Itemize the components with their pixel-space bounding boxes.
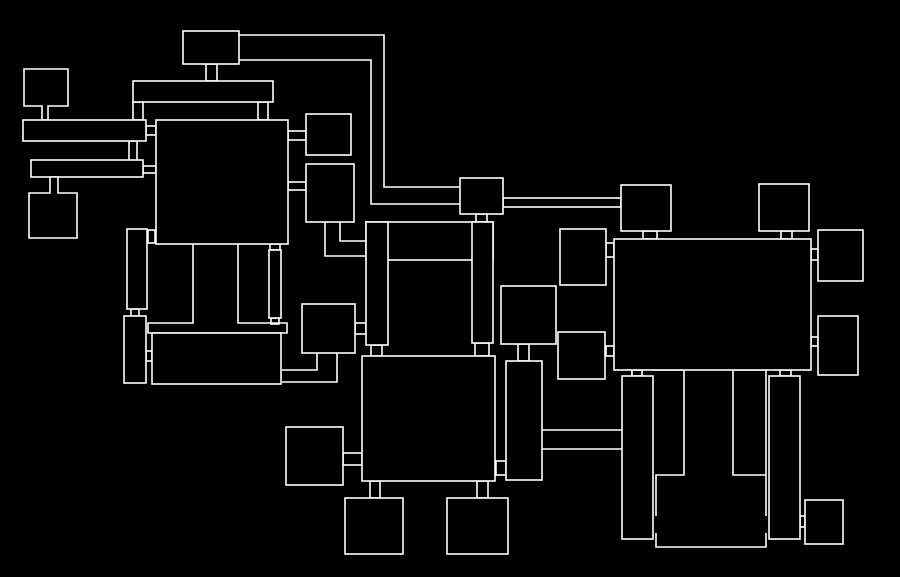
connector-office-south-1 bbox=[147, 229, 156, 244]
room-main-hall-east bbox=[505, 360, 543, 481]
corridor-east-wing bbox=[542, 429, 622, 450]
room-left-column bbox=[126, 228, 148, 310]
office-lower-hall bbox=[147, 244, 288, 334]
connector-main-hall-east bbox=[495, 460, 507, 476]
room-south-2 bbox=[446, 497, 509, 555]
connector-dining-south-1 bbox=[631, 369, 643, 377]
connector-upper-bar-left bbox=[132, 101, 144, 121]
connector-west-stem bbox=[128, 140, 138, 162]
room-center-box bbox=[500, 285, 557, 345]
room-main-hall bbox=[361, 355, 496, 482]
room-east-top-2 bbox=[758, 183, 810, 232]
room-east-left-column bbox=[621, 375, 654, 540]
room-left-bar-lower bbox=[30, 159, 144, 178]
room-hub bbox=[459, 177, 504, 215]
room-south-1 bbox=[344, 497, 404, 555]
room-east-top-1 bbox=[620, 184, 672, 232]
room-left-bar-upper bbox=[22, 119, 147, 142]
room-west-small bbox=[285, 426, 344, 486]
corridor-lower-left bbox=[282, 353, 338, 383]
room-center-left bbox=[301, 303, 356, 354]
connector-right-side-1 bbox=[810, 248, 819, 261]
room-bottom-right bbox=[804, 499, 844, 545]
connector-top-room-stem bbox=[205, 63, 218, 82]
connector-center-room-stem bbox=[517, 343, 530, 362]
connector-office-east-2 bbox=[287, 181, 307, 191]
room-stage-left-pillar bbox=[365, 221, 389, 346]
room-right-column bbox=[268, 249, 282, 319]
room-east-right-column bbox=[768, 375, 801, 540]
room-office-east-2 bbox=[305, 163, 355, 223]
room-lower-left-column bbox=[123, 315, 147, 384]
connector-office-west-1 bbox=[145, 125, 157, 136]
room-top bbox=[182, 30, 240, 65]
connector-dining-south-2 bbox=[779, 369, 792, 377]
connector-stage-west bbox=[354, 322, 367, 335]
connector-office-west-2 bbox=[142, 165, 157, 174]
room-dining bbox=[613, 238, 812, 371]
connector-stage-bottom-1 bbox=[370, 344, 383, 357]
connector-left-col bbox=[130, 308, 140, 317]
room-east-west-2 bbox=[557, 331, 606, 380]
connector-right-top-2 bbox=[780, 230, 793, 240]
connector-right-side-2 bbox=[810, 336, 819, 347]
room-top-left-hook bbox=[23, 68, 69, 121]
room-office bbox=[155, 119, 289, 245]
rooms bbox=[22, 30, 864, 555]
connector-east-room-2 bbox=[605, 345, 615, 357]
corridor-top-inner bbox=[239, 59, 460, 205]
connector-stage-bottom-2 bbox=[474, 342, 490, 357]
connector-office-east-1 bbox=[287, 130, 307, 141]
corridor-hub-east bbox=[502, 197, 622, 208]
connector-right-top-1 bbox=[642, 230, 658, 240]
connector-east-room-1 bbox=[605, 242, 615, 258]
room-east-side-2 bbox=[817, 315, 859, 376]
connector-main-hall-south-2 bbox=[476, 480, 489, 499]
corridor-center-upper bbox=[324, 222, 366, 257]
room-left-hook-lower bbox=[28, 176, 78, 239]
connector-hub-south bbox=[475, 213, 488, 223]
connector-lower-west bbox=[145, 350, 153, 362]
room-upper-bar bbox=[132, 80, 274, 103]
room-office-east-1 bbox=[305, 113, 352, 156]
room-east-side-1 bbox=[817, 229, 864, 282]
connector-main-hall-west bbox=[342, 452, 363, 466]
room-stage-right-pillar bbox=[471, 221, 494, 344]
connector-upper-bar-right bbox=[257, 101, 269, 121]
room-east-west-1 bbox=[559, 228, 607, 286]
connector-main-hall-south-1 bbox=[369, 480, 381, 499]
corridor-top-outer bbox=[239, 34, 460, 188]
connector-office-south-2 bbox=[269, 243, 281, 251]
room-office-lower bbox=[151, 332, 282, 385]
